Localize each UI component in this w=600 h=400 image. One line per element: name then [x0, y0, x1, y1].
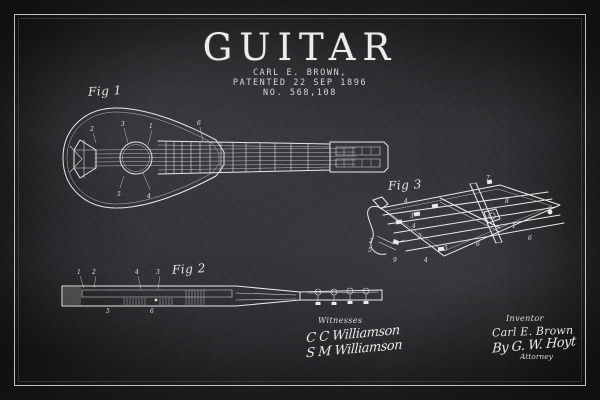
fig2-headstock	[299, 287, 383, 305]
svg-text:6: 6	[476, 241, 480, 248]
patent-date: PATENTED 22 SEP 1896	[232, 78, 368, 88]
fig3-capo-bar	[439, 182, 503, 244]
svg-text:5: 5	[106, 308, 110, 315]
svg-text:3: 3	[410, 213, 414, 220]
fig1-body-outline	[62, 107, 225, 209]
inventor-block: Inventor Carl E. Brown By G. W. Hoyt	[492, 306, 576, 357]
svg-text:4: 4	[146, 193, 151, 200]
fig3-studs	[395, 179, 553, 252]
svg-text:8: 8	[505, 198, 509, 205]
svg-text:9: 9	[393, 257, 397, 264]
fig3-nut-end	[367, 196, 405, 255]
svg-text:5: 5	[444, 245, 448, 252]
svg-text:5: 5	[368, 247, 372, 254]
fig1-headstock	[329, 141, 389, 173]
witnesses-label: Witnesses	[318, 316, 363, 325]
svg-text:1: 1	[149, 123, 153, 130]
witnesses-block: Witnesses C C Williamson S M Williamson	[306, 308, 403, 361]
inventor-name-heading: CARL E. BROWN,	[252, 68, 348, 78]
svg-text:4: 4	[134, 269, 139, 276]
svg-text:7: 7	[486, 175, 490, 182]
svg-text:6: 6	[528, 235, 532, 242]
fig2-hatching-right	[185, 290, 205, 305]
patent-number: NO. 568,108	[263, 88, 337, 98]
fig1-reference-numerals: 2 3 1 5 4 6	[89, 120, 204, 200]
svg-text:4: 4	[411, 223, 416, 230]
inventor-label: Inventor	[506, 314, 544, 323]
svg-text:4: 4	[403, 198, 408, 205]
fig1-strings	[93, 147, 357, 167]
fig1-frets	[165, 140, 309, 175]
svg-text:1: 1	[77, 269, 81, 276]
svg-text:2: 2	[368, 238, 373, 245]
svg-text:5: 5	[117, 191, 121, 198]
fig2-reference-numerals: 1 2 4 3 6 5	[77, 269, 161, 315]
page-title: GUITAR	[202, 26, 398, 69]
svg-text:3: 3	[156, 269, 160, 276]
fig3-tension-block	[483, 208, 501, 224]
fig2-hatching-left	[63, 287, 81, 305]
svg-text:3: 3	[121, 121, 125, 128]
svg-text:2: 2	[89, 126, 94, 133]
svg-text:5: 5	[418, 233, 422, 240]
fig3-strings	[382, 191, 565, 252]
svg-text:2: 2	[91, 269, 96, 276]
svg-text:6: 6	[197, 120, 201, 127]
fig2-hatching-mid	[123, 298, 173, 305]
svg-text:6: 6	[150, 308, 154, 315]
svg-text:4: 4	[423, 257, 428, 264]
svg-text:1: 1	[512, 223, 516, 230]
attorney-label: Attorney	[520, 352, 553, 361]
fig3-reference-numerals: 4 3 4 5 5 6 7 8 1 6 5 2 9 4	[368, 175, 532, 264]
